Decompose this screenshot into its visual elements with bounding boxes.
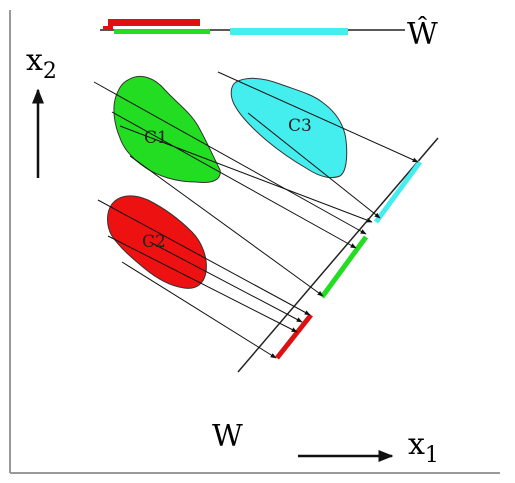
x2-axis-base: x bbox=[26, 43, 43, 78]
x2-axis-sub: 2 bbox=[42, 59, 57, 84]
x1-axis-sub: 1 bbox=[424, 443, 439, 468]
cluster-c1-blob bbox=[113, 75, 221, 183]
projection-arrow bbox=[129, 155, 324, 297]
projection-arrow bbox=[111, 111, 357, 249]
w-red-segment bbox=[275, 313, 313, 360]
w-label: W bbox=[212, 419, 243, 454]
cluster-c3-blob bbox=[230, 77, 348, 179]
w-hat-red-segment-tail bbox=[103, 26, 113, 30]
w-line bbox=[237, 137, 439, 373]
projection-arrow bbox=[149, 241, 303, 323]
w-hat-green-segment bbox=[114, 29, 210, 34]
x2-axis-label: x2 bbox=[26, 43, 57, 83]
x1-axis-base: x bbox=[408, 427, 425, 462]
projection-arrow bbox=[217, 71, 419, 163]
x1-axis-label: x1 bbox=[408, 427, 439, 467]
cluster-c2-label: C2 bbox=[142, 232, 166, 252]
w-hat-red-segment bbox=[108, 19, 200, 26]
w-cyan-segment bbox=[373, 160, 423, 224]
projection-arrow bbox=[247, 112, 381, 219]
projection-arrow bbox=[107, 235, 298, 333]
w-hat-cyan-segment bbox=[230, 28, 348, 35]
cluster-c1-label: C1 bbox=[144, 128, 168, 148]
projection-arrow bbox=[119, 125, 373, 223]
w-hat-label: Ŵ bbox=[407, 17, 438, 52]
projection-arrow bbox=[93, 81, 367, 235]
projection-arrow bbox=[97, 199, 311, 316]
cluster-c3-label: C3 bbox=[288, 116, 312, 136]
projection-arrows bbox=[93, 71, 419, 359]
w-green-segment bbox=[319, 235, 369, 299]
projection-arrow bbox=[121, 261, 277, 359]
